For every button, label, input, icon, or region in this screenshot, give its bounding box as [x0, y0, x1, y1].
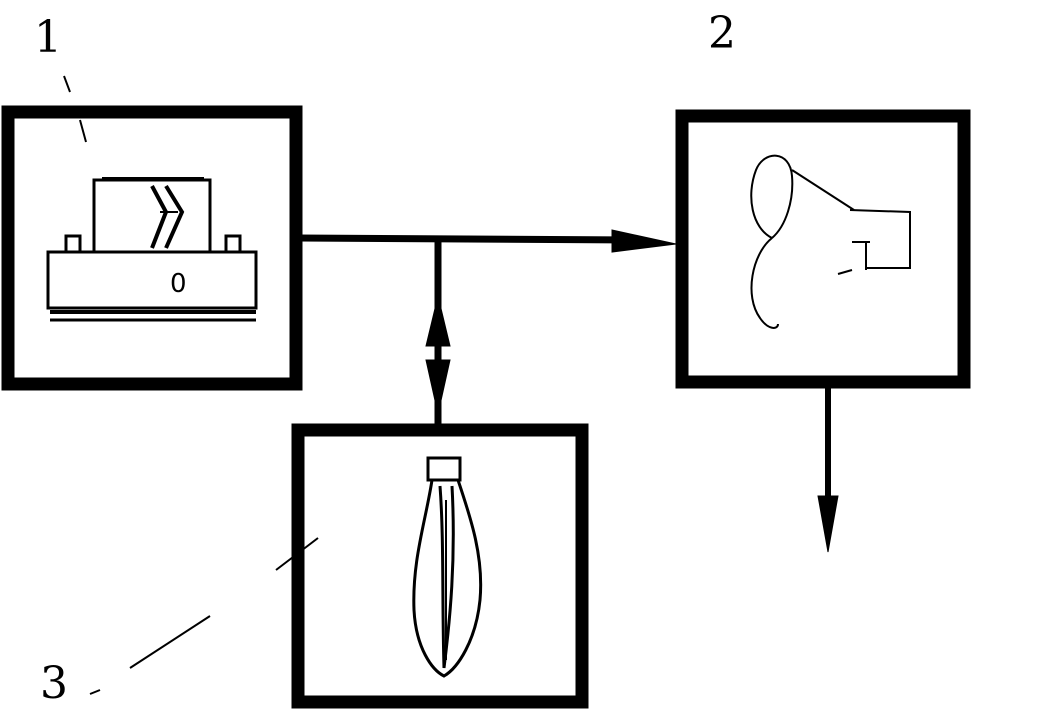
arrow-output-down [817, 495, 839, 553]
device-knob-left [64, 234, 82, 254]
leader-line-3c [89, 689, 101, 695]
device-panel-mark: 0 [170, 269, 187, 299]
fan-outlet-tail [837, 269, 853, 275]
device-top-module [92, 178, 212, 254]
leader-line-1 [63, 75, 71, 93]
box-3 [291, 423, 589, 709]
fan-blade-upper [750, 154, 794, 239]
label-2: 2 [708, 8, 736, 59]
arrow-to-box-2 [611, 229, 677, 253]
device-chevron-mark-2 [164, 184, 185, 249]
arrow-up-bidirectional [425, 295, 451, 347]
arrow-down-bidirectional [425, 359, 451, 415]
device-unit-icon [46, 177, 258, 322]
connections [297, 229, 839, 553]
box-1 [1, 105, 303, 391]
label-1: 1 [34, 12, 62, 63]
leader-line-3a [129, 615, 211, 669]
leader-line-1b [79, 119, 87, 143]
device-base [46, 250, 258, 310]
fan-blade-lower [750, 237, 779, 329]
fan-outlet-outline [849, 209, 911, 269]
bulb-inner-stem [438, 485, 455, 669]
label-3: 3 [40, 658, 68, 709]
bulb-outer-glass [412, 479, 483, 678]
bulb-icon [412, 456, 483, 678]
fan-housing-line [791, 169, 855, 211]
connector-main-horizontal [297, 234, 641, 244]
box-2 [675, 109, 971, 389]
device-knob-right [224, 234, 242, 254]
bulb-cap [426, 456, 462, 482]
fan-icon [750, 154, 911, 329]
